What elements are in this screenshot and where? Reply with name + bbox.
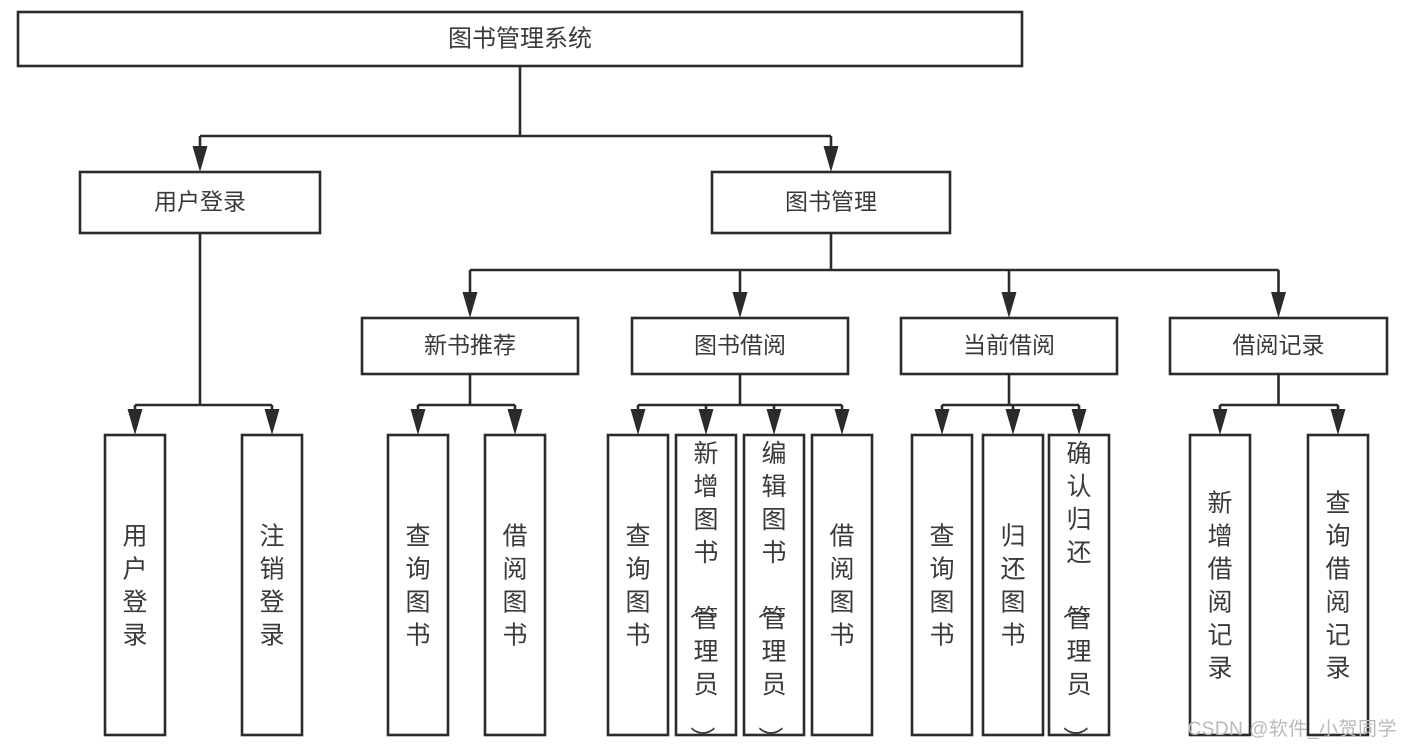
- node-label-n2: 借阅图书: [502, 523, 527, 650]
- node-label-login: 用户登录: [154, 189, 246, 215]
- node-label-l1: 用户登录: [122, 523, 147, 650]
- node-label-records: 借阅记录: [1233, 332, 1325, 358]
- node-box-c2[interactable]: [981, 433, 1045, 737]
- node-label-b4: 借阅图书: [829, 523, 854, 650]
- node-box-r2[interactable]: [1306, 433, 1370, 737]
- node-records[interactable]: 借阅记录: [1168, 316, 1389, 376]
- node-box-l1[interactable]: [103, 433, 167, 737]
- node-label-root: 图书管理系统: [448, 25, 592, 52]
- node-root[interactable]: 图书管理系统: [16, 10, 1024, 68]
- node-b2[interactable]: 新增图书（管理员）: [674, 433, 738, 747]
- nodes-layer: 图书管理系统用户登录图书管理新书推荐图书借阅当前借阅借阅记录用户登录注销登录查询…: [16, 10, 1389, 747]
- node-label-r1: 新增借阅记录: [1207, 490, 1232, 683]
- edge-group-records: [1212, 374, 1346, 435]
- node-l2[interactable]: 注销登录: [240, 433, 304, 737]
- edge-group-root: [192, 66, 839, 172]
- node-bookmgmt[interactable]: 图书管理: [710, 170, 952, 235]
- node-box-b3[interactable]: [742, 433, 806, 737]
- node-current[interactable]: 当前借阅: [899, 316, 1119, 376]
- node-n2[interactable]: 借阅图书: [483, 433, 547, 737]
- node-label-current: 当前借阅: [963, 332, 1055, 358]
- node-box-bookmgmt[interactable]: [710, 170, 952, 235]
- node-n1[interactable]: 查询图书: [386, 433, 450, 737]
- node-label-newbook: 新书推荐: [424, 332, 516, 358]
- node-label-n1: 查询图书: [405, 523, 430, 650]
- node-label-r2: 查询借阅记录: [1325, 490, 1350, 683]
- node-box-n1[interactable]: [386, 433, 450, 737]
- node-c1[interactable]: 查询图书: [910, 433, 974, 737]
- edge-group-borrow: [630, 374, 850, 435]
- node-b1[interactable]: 查询图书: [606, 433, 670, 737]
- node-box-current[interactable]: [899, 316, 1119, 376]
- node-login[interactable]: 用户登录: [78, 170, 322, 235]
- node-box-b2[interactable]: [674, 433, 738, 737]
- node-box-n2[interactable]: [483, 433, 547, 737]
- node-box-login[interactable]: [78, 170, 322, 235]
- node-newbook[interactable]: 新书推荐: [360, 316, 580, 376]
- node-label-b2: 新增图书（管理员）: [687, 440, 718, 747]
- node-c3[interactable]: 确认归还（管理员）: [1047, 433, 1111, 747]
- node-box-l2[interactable]: [240, 433, 304, 737]
- node-box-c1[interactable]: [910, 433, 974, 737]
- node-box-records[interactable]: [1168, 316, 1389, 376]
- edge-group-current: [934, 374, 1087, 435]
- node-label-bookmgmt: 图书管理: [785, 189, 877, 215]
- node-label-c3: 确认归还（管理员）: [1060, 440, 1091, 747]
- node-borrow[interactable]: 图书借阅: [630, 316, 850, 376]
- node-c2[interactable]: 归还图书: [981, 433, 1045, 737]
- edge-group-login: [127, 233, 280, 435]
- node-label-c1: 查询图书: [929, 523, 954, 650]
- node-box-b4[interactable]: [810, 433, 874, 737]
- node-label-borrow: 图书借阅: [694, 332, 786, 358]
- node-label-l2: 注销登录: [259, 523, 284, 650]
- node-box-borrow[interactable]: [630, 316, 850, 376]
- node-b4[interactable]: 借阅图书: [810, 433, 874, 737]
- node-label-b1: 查询图书: [625, 523, 650, 650]
- node-box-b1[interactable]: [606, 433, 670, 737]
- node-r1[interactable]: 新增借阅记录: [1188, 433, 1252, 737]
- node-r2[interactable]: 查询借阅记录: [1306, 433, 1370, 737]
- node-b3[interactable]: 编辑图书（管理员）: [742, 433, 806, 747]
- node-box-r1[interactable]: [1188, 433, 1252, 737]
- node-l1[interactable]: 用户登录: [103, 433, 167, 737]
- node-label-c2: 归还图书: [1000, 523, 1025, 650]
- node-box-root[interactable]: [16, 10, 1024, 68]
- node-label-b3: 编辑图书（管理员）: [755, 440, 786, 747]
- node-box-newbook[interactable]: [360, 316, 580, 376]
- edges-layer: [127, 66, 1346, 435]
- node-box-c3[interactable]: [1047, 433, 1111, 737]
- edge-group-bookmgmt: [462, 233, 1286, 318]
- edge-group-newbook: [410, 374, 523, 435]
